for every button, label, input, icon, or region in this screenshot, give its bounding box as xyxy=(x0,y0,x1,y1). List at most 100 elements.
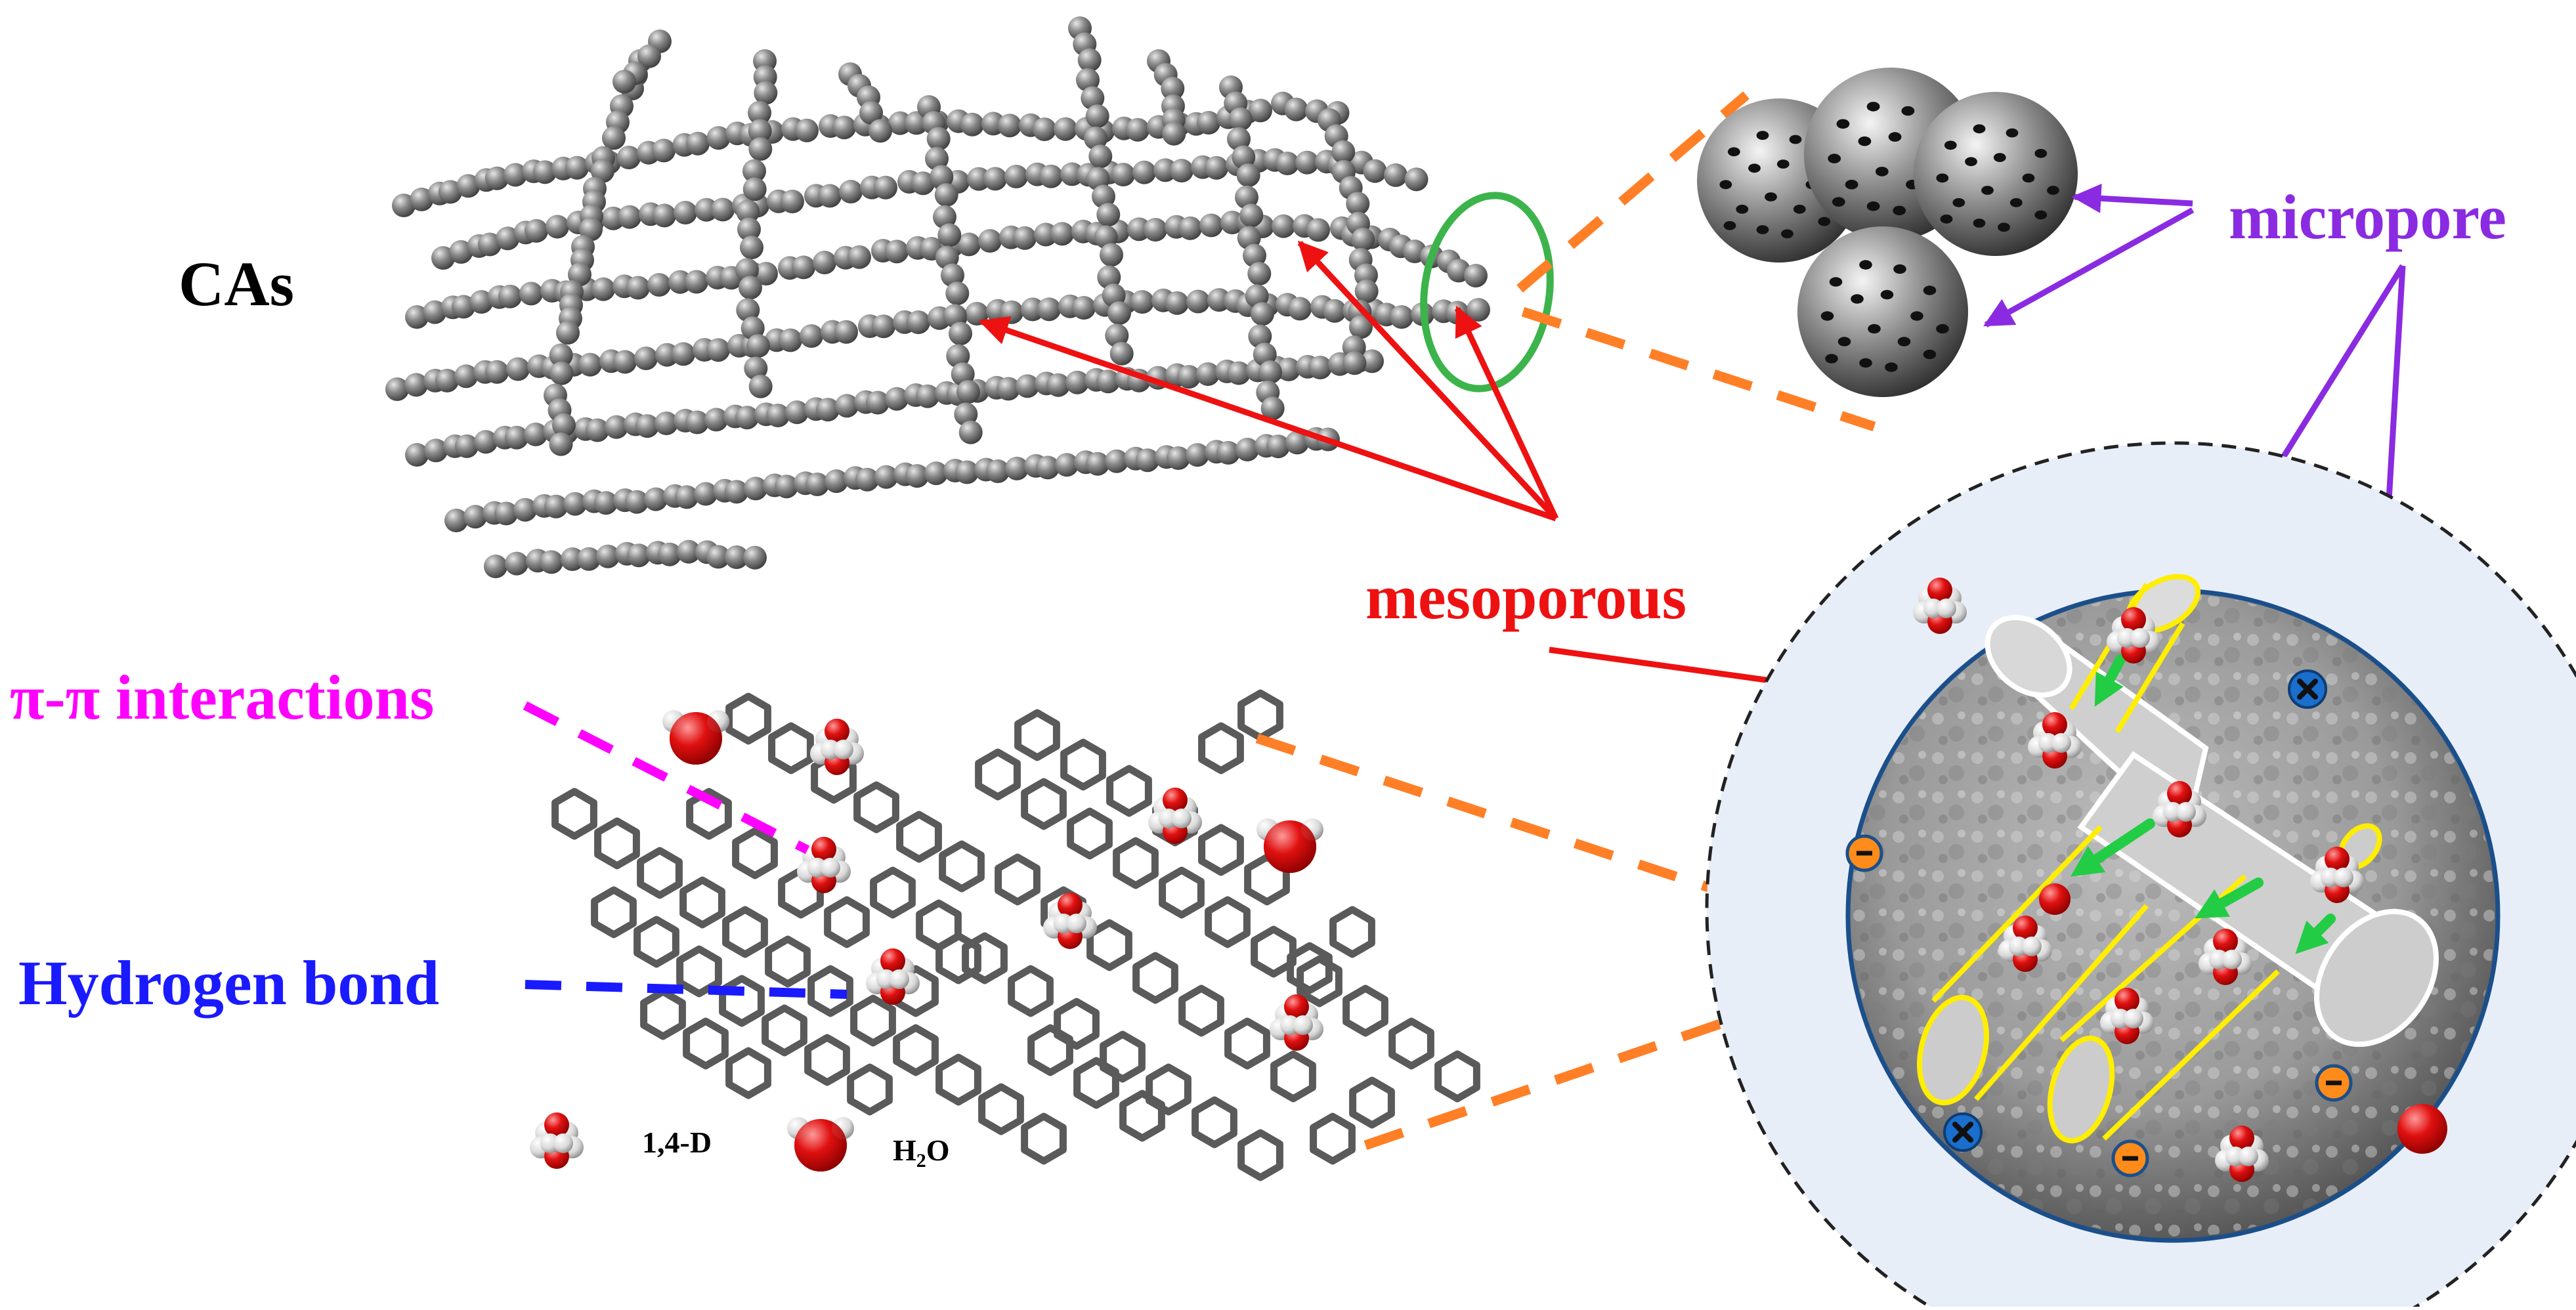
pore-hole xyxy=(1866,102,1880,112)
carbon-particle xyxy=(1085,104,1109,128)
carbon-particle xyxy=(549,361,574,385)
carbon-particle xyxy=(1105,449,1128,473)
carbon-particle xyxy=(1186,443,1209,467)
carbon-particle xyxy=(1000,300,1023,324)
hexagon-ring xyxy=(1241,1133,1280,1177)
hexagon-ring xyxy=(1123,1093,1162,1138)
carbon-particle xyxy=(1349,315,1373,339)
carbon-particle xyxy=(655,412,678,435)
carbon-particle xyxy=(1165,291,1189,315)
carbon-particle xyxy=(496,226,520,251)
carbon-particle xyxy=(1111,163,1135,186)
carbon-particle xyxy=(1186,289,1210,314)
hexagon-ring xyxy=(1163,870,1201,915)
carbon-particle xyxy=(525,219,548,243)
pore-hole xyxy=(1832,197,1845,207)
hexagon-ring xyxy=(765,1008,804,1053)
carbon-particle xyxy=(423,300,447,324)
hexagon-ring xyxy=(1202,726,1241,771)
carbon-particle xyxy=(644,487,668,511)
carbon-particle xyxy=(907,310,930,334)
water-molecule xyxy=(1256,818,1323,873)
pore-hole xyxy=(1736,204,1749,214)
legend-water-label: H2O xyxy=(893,1135,950,1171)
carbon-particle xyxy=(835,394,859,418)
pore-hole xyxy=(2006,128,2019,138)
hexagon-ring xyxy=(1149,1067,1188,1112)
carbon-particle xyxy=(449,240,473,264)
pore-hole xyxy=(1923,285,1937,295)
zoomed-particle xyxy=(1705,441,2576,1310)
carbon-particle xyxy=(1235,438,1259,461)
hexagon-ring xyxy=(1136,956,1175,1000)
hexagon-ring xyxy=(644,992,683,1036)
carbon-particle xyxy=(742,177,767,201)
carbon-particle xyxy=(1276,152,1299,175)
pore-hole xyxy=(1829,277,1843,287)
pore-hole xyxy=(1973,219,1986,228)
pore-hole xyxy=(2034,148,2048,158)
carbon-particle xyxy=(885,240,909,264)
hexagon-ring xyxy=(943,844,981,889)
hexagon-ring xyxy=(854,998,893,1043)
carbon-particle xyxy=(1260,396,1285,421)
pore-hole xyxy=(1901,106,1915,116)
hexagon-ring xyxy=(1058,1002,1096,1046)
hexagon-ring xyxy=(772,726,811,771)
hexagon-ring xyxy=(1071,811,1109,856)
pore-hole xyxy=(1793,204,1806,214)
pore-hole xyxy=(1723,221,1736,230)
carbon-particle xyxy=(652,138,676,163)
hexagon-ring xyxy=(1025,782,1063,826)
carbon-particle xyxy=(658,542,681,566)
pore-hole xyxy=(1859,260,1872,270)
carbon-particle xyxy=(1360,349,1384,373)
carbon-particle xyxy=(754,262,778,285)
carbon-particle xyxy=(785,400,809,425)
hexagon-ring xyxy=(1077,1061,1116,1105)
pore-hole xyxy=(1952,198,1965,207)
carbon-particle xyxy=(513,497,537,522)
carbon-particle xyxy=(685,270,708,294)
legend-dioxane-icon xyxy=(530,1112,584,1169)
carbon-particle xyxy=(1105,324,1129,348)
carbon-particle xyxy=(924,461,948,486)
carbon-particle xyxy=(1288,297,1312,321)
pore-hole xyxy=(1845,179,1858,190)
carbon-particle xyxy=(498,284,522,308)
pore-hole xyxy=(1837,337,1851,347)
carbon-particle xyxy=(813,251,836,274)
carbon-particle xyxy=(1005,456,1029,480)
minus-badge-icon xyxy=(2113,1141,2147,1175)
carbon-particle xyxy=(1109,341,1134,366)
carbon-particle xyxy=(937,223,962,247)
hexagon-ring xyxy=(1346,988,1385,1033)
hexagon-ring xyxy=(1064,742,1103,787)
pore-hole xyxy=(1944,140,1957,150)
pore-hole xyxy=(1981,186,1994,195)
pore-hole xyxy=(1727,147,1740,157)
carbon-particle xyxy=(533,160,557,184)
carbon-particle xyxy=(1050,222,1074,246)
carbon-particle xyxy=(925,146,949,171)
carbon-particle xyxy=(1232,145,1256,169)
hexagon-ring xyxy=(939,936,978,981)
hexagon-ring xyxy=(1209,900,1247,944)
carbon-particle xyxy=(711,198,735,222)
legend-dioxane-label: 1,4-D xyxy=(642,1126,712,1159)
carbon-particle xyxy=(577,547,601,571)
carbon-particle xyxy=(1228,107,1253,131)
hexagon-ring xyxy=(828,900,867,944)
carbon-particle xyxy=(1272,214,1295,238)
pore-hole xyxy=(2034,210,2048,220)
carbon-particle xyxy=(626,276,650,300)
pore-hole xyxy=(1818,217,1831,226)
pore-hole xyxy=(1828,154,1841,163)
carbon-particle xyxy=(941,263,964,287)
pore-hole xyxy=(1897,337,1911,347)
carbon-particle xyxy=(494,501,518,526)
carbon-particle xyxy=(478,232,502,257)
carbon-particle xyxy=(911,171,935,196)
microsphere-3 xyxy=(1914,92,2078,256)
